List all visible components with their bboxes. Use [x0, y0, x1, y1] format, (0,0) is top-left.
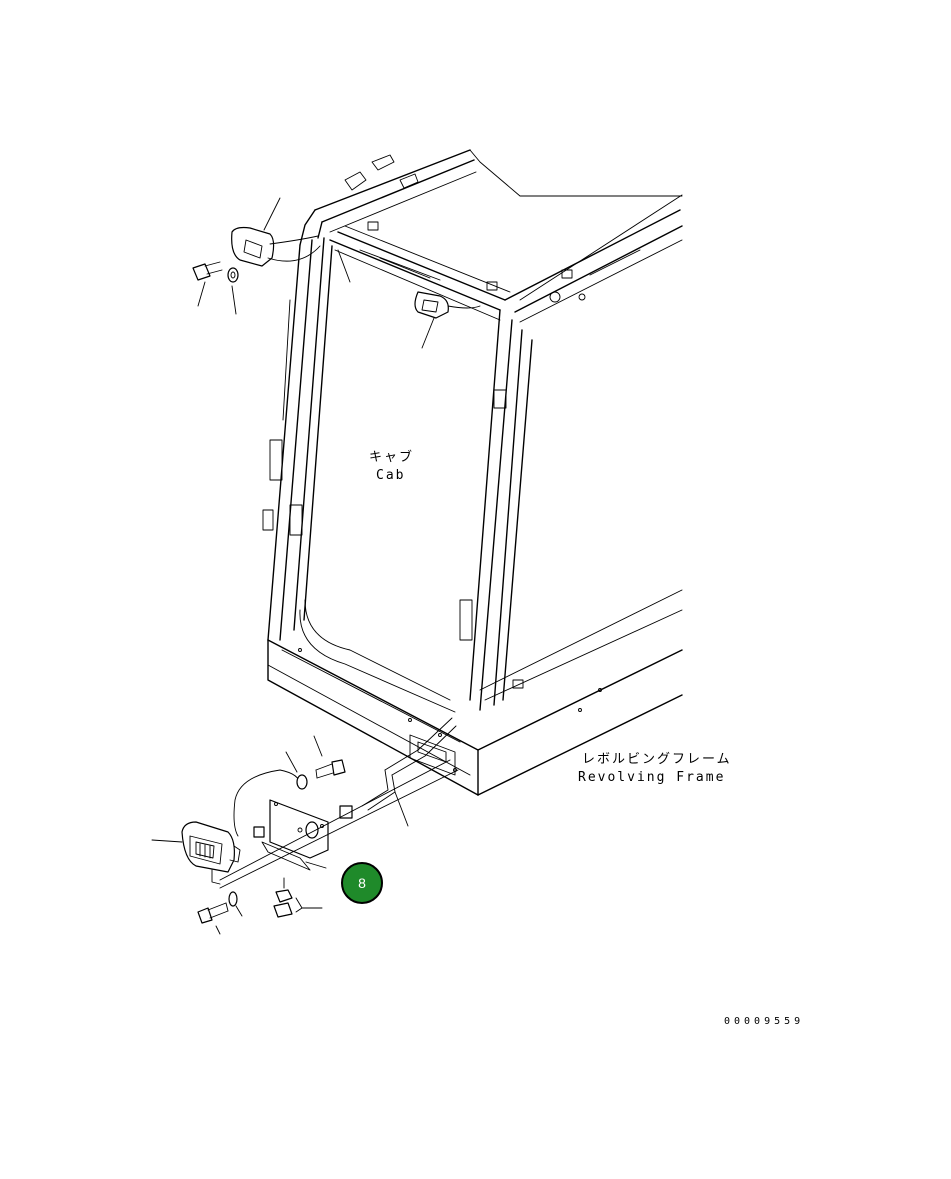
- callout-number: 8: [358, 875, 366, 891]
- cab-label-japanese: キャブ: [369, 450, 415, 465]
- part-callout-badge[interactable]: 8: [341, 862, 383, 904]
- cab-pillars: [262, 237, 683, 713]
- revolving-frame-label-japanese: レボルビングフレーム: [582, 752, 732, 767]
- cab-roof: [299, 149, 683, 323]
- drawing-number: 00009559: [724, 1016, 805, 1027]
- upper-right-light: [414, 291, 481, 349]
- revolving-frame: [267, 639, 683, 796]
- cab-label: Cab: [376, 468, 406, 483]
- upper-left-light: [192, 197, 351, 315]
- work-light-assembly: [151, 717, 459, 935]
- revolving-frame-label: Revolving Frame: [578, 770, 726, 785]
